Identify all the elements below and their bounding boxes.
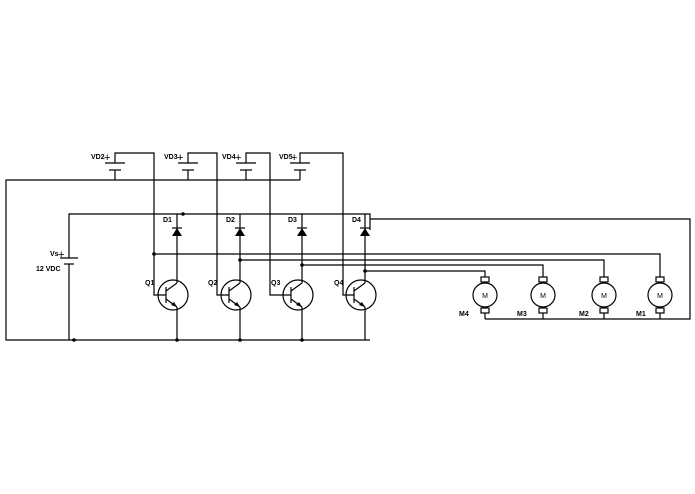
motor-symbol: M (657, 293, 663, 300)
diode-d2: D2 (226, 217, 245, 236)
transistor-q3: Q3 (271, 279, 314, 311)
gate-source-vd3: VD3 + (164, 152, 198, 171)
gate-source-plus: + (104, 152, 110, 164)
motor-m1: M M1 (636, 276, 673, 318)
motor-m4: M M4 (459, 276, 498, 318)
diode-label: D4 (352, 217, 361, 224)
gate-source-label: VD3 (164, 154, 178, 161)
transistor-q2: Q2 (208, 279, 252, 311)
transistor-label: Q3 (271, 280, 280, 287)
motor-label: M4 (459, 311, 469, 318)
gate-source-vd2: VD2 + (91, 152, 125, 171)
diode-d4: D4 (352, 217, 370, 236)
gate-source-vd4: VD4 + (222, 152, 256, 171)
gate-source-label: VD2 (91, 154, 105, 161)
motor-m2: M M2 (579, 276, 617, 318)
diode-label: D1 (163, 217, 172, 224)
gate-source-label: VD5 (279, 154, 293, 161)
gate-source-plus: + (177, 152, 183, 164)
motor-label: M3 (517, 311, 527, 318)
junction-dots (72, 212, 367, 342)
gate-source-plus: + (235, 152, 241, 164)
wiring (5, 152, 691, 341)
motor-symbol: M (482, 293, 488, 300)
motor-symbol: M (540, 293, 546, 300)
transistor-label: Q1 (145, 280, 154, 287)
motor-label: M2 (579, 311, 589, 318)
transistor-q1: Q1 (145, 279, 189, 311)
transistor-label: Q2 (208, 280, 217, 287)
transistor-q4: Q4 (334, 279, 377, 311)
diode-d3: D3 (288, 217, 307, 236)
motor-m3: M M3 (517, 276, 556, 318)
diode-label: D2 (226, 217, 235, 224)
diode-label: D3 (288, 217, 297, 224)
gate-source-plus: + (291, 152, 297, 164)
motor-symbol: M (601, 293, 607, 300)
diode-d1: D1 (163, 217, 182, 236)
supply-plus-sign: + (58, 249, 64, 261)
transistor-label: Q4 (334, 280, 343, 287)
motor-label: M1 (636, 311, 646, 318)
supply-label: Vs (50, 251, 59, 258)
gate-source-vd5: VD5 + (279, 152, 310, 171)
gate-source-label: VD4 (222, 154, 236, 161)
supply-voltage-label: 12 VDC (36, 266, 61, 273)
supply-battery: Vs + 12 VDC (36, 249, 78, 278)
